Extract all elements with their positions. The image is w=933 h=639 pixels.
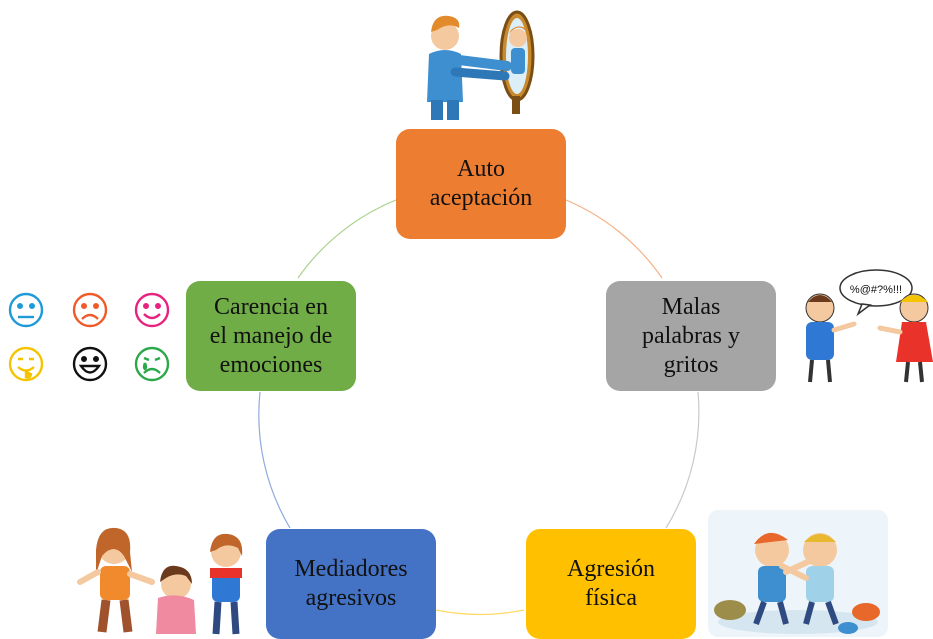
arc-malas-to-agresion [665, 391, 700, 529]
arc-carencia-to-auto [297, 199, 397, 279]
man-looking-in-mirror-icon [427, 10, 535, 120]
node-label: Agresión física [567, 556, 655, 611]
silly-face-icon [8, 346, 44, 382]
crying-face-icon [134, 346, 170, 382]
speech-bubble-text: %@#?%!!! [850, 284, 902, 296]
sad-face-icon [72, 292, 108, 328]
node-malas-palabras: Malas palabras y gritos [606, 281, 776, 391]
grinning-face-icon [72, 346, 108, 382]
bullying-children-icon [77, 527, 243, 635]
node-label: Carencia en el manejo de emociones [209, 293, 333, 378]
arguing-children-icon: %@#?%!!! [805, 269, 933, 383]
node-label: Auto aceptación [429, 156, 533, 211]
node-auto-aceptacion: Auto aceptación [396, 129, 566, 239]
node-label: Malas palabras y gritos [642, 293, 740, 378]
node-label: Mediadores agresivos [294, 556, 408, 611]
neutral-face-icon [8, 292, 44, 328]
node-mediadores-agresivos: Mediadores agresivos [266, 529, 436, 639]
node-agresion-fisica: Agresión física [526, 529, 696, 639]
arc-auto-to-malas [565, 199, 663, 279]
emotion-faces-icon [8, 292, 170, 382]
arc-mediadores-to-carencia [258, 391, 291, 529]
happy-face-icon [134, 292, 170, 328]
fighting-children-icon [708, 510, 888, 637]
node-carencia-emociones: Carencia en el manejo de emociones [186, 281, 356, 391]
arc-agresion-to-mediadores [435, 609, 525, 616]
